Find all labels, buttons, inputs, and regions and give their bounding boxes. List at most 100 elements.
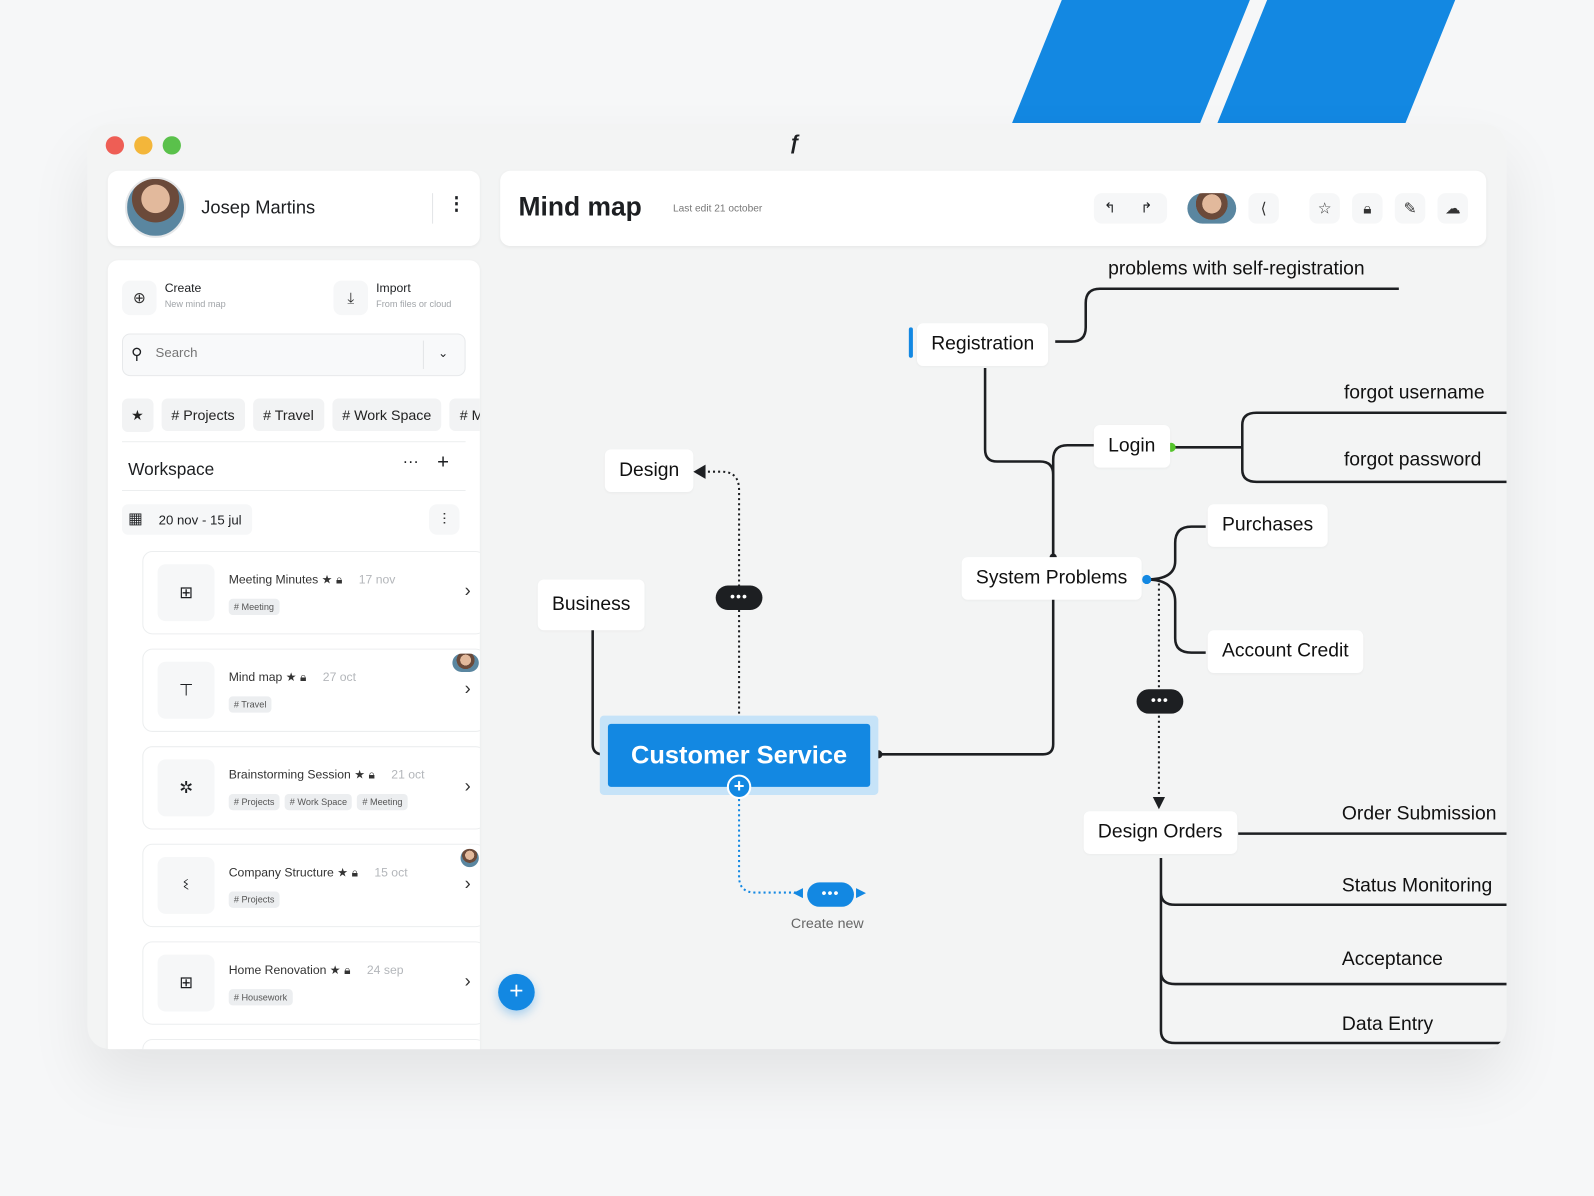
leaf-order-submission[interactable]: Order Submission — [1341, 803, 1497, 825]
edit-icon[interactable]: ✎ — [1394, 193, 1426, 224]
sidebar: ⊕ Create New mind map ⤓ Import From file… — [107, 260, 480, 1050]
more-vertical-icon[interactable]: ⋮ — [447, 193, 466, 214]
cloud-icon[interactable]: ☁ — [1437, 193, 1468, 224]
star-icon: ★ — [329, 962, 341, 977]
app-window: ƒ Josep Martins ⋮ ⊕ Create New mind map … — [87, 124, 1507, 1050]
list-item[interactable]: ⊞ Home Renovation ★ 🔒︎24 sep # Housework… — [142, 941, 480, 1025]
chevron-right-icon: › — [464, 970, 471, 992]
star-icon: ★ — [321, 572, 333, 587]
collaborator-avatar — [460, 848, 479, 868]
search-box[interactable]: ⚲ ⌄ — [121, 333, 466, 377]
plus-circle-icon: ⊕ — [121, 280, 157, 316]
search-icon: ⚲ — [131, 345, 143, 363]
item-tag: # Work Space — [284, 793, 353, 811]
item-title: Home Renovation — [228, 962, 327, 977]
filter-tag[interactable]: # Work Space — [332, 398, 442, 432]
create-new-connector — [738, 799, 800, 894]
arrow-right-icon[interactable]: ▶ — [855, 884, 867, 900]
chevron-down-icon[interactable]: ⌄ — [438, 345, 449, 360]
divider — [422, 340, 424, 370]
node-business[interactable]: Business — [537, 579, 645, 631]
lock-icon: 🔒︎ — [335, 572, 343, 587]
avatar[interactable] — [125, 176, 187, 238]
create-new-button[interactable]: ••• — [807, 882, 854, 907]
flowchart-icon: ⊞ — [157, 564, 215, 622]
arrow-left-icon[interactable]: ◀ — [792, 884, 804, 900]
create-button[interactable]: ⊕ Create New mind map — [121, 277, 305, 318]
node-account-credit[interactable]: Account Credit — [1207, 630, 1363, 673]
f-logo-icon: ƒ — [788, 132, 801, 155]
lock-icon: 🔒︎ — [351, 865, 359, 880]
item-date: 27 oct — [322, 669, 357, 685]
add-icon[interactable]: + — [437, 451, 450, 474]
list-item[interactable]: ⊞ Meeting Minutes ★ 🔒︎17 nov # Meeting › — [142, 550, 480, 635]
add-node-fab[interactable]: + — [498, 973, 535, 1011]
node-purchases[interactable]: Purchases — [1207, 504, 1328, 547]
node-design[interactable]: Design — [604, 449, 694, 493]
item-tag: # Projects — [228, 891, 280, 908]
star-icon[interactable]: ☆ — [1309, 193, 1340, 224]
page-title: Mind map — [518, 191, 642, 222]
calendar-icon: ▦ — [128, 510, 143, 528]
filter-bar: ★# Projects# Travel# Work Space# Me — [121, 398, 480, 433]
add-child-button[interactable]: + — [726, 774, 752, 800]
connector — [1146, 525, 1206, 654]
leaf-forgot-password[interactable]: forgot password — [1343, 449, 1482, 471]
leaf-self-registration[interactable]: problems with self-registration — [1108, 258, 1365, 280]
list-item[interactable]: ଽ Company Structure ★ 🔒︎ 15 oct # Project… — [142, 843, 480, 928]
minimize-button[interactable] — [134, 136, 153, 155]
leaf-forgot-username[interactable]: forgot username — [1343, 382, 1485, 404]
item-date: 15 oct — [374, 865, 408, 880]
share-icon[interactable]: ⟨ — [1248, 193, 1279, 224]
item-title: Mind map — [228, 669, 283, 685]
mind-map-connectors — [591, 287, 1507, 1045]
leaf-status-monitoring[interactable]: Status Monitoring — [1341, 875, 1493, 897]
node-login[interactable]: Login — [1093, 424, 1170, 468]
maximize-button[interactable] — [162, 136, 181, 155]
filter-tag[interactable]: # Me — [449, 398, 480, 432]
decor-stripe — [1012, 0, 1250, 124]
path-icon: ଽ — [157, 856, 215, 914]
collaborator-avatars[interactable] — [1187, 193, 1237, 224]
arrow-head — [693, 464, 706, 479]
date-range-button[interactable]: ▦ 20 nov - 15 jul — [121, 504, 253, 535]
connector — [1051, 444, 1094, 558]
list-item[interactable]: ⊤ Mind map ★ 🔒︎27 oct # Travel › — [142, 648, 480, 732]
filter-tag[interactable]: # Travel — [252, 398, 324, 432]
item-tag: # Travel — [228, 696, 272, 713]
flowchart-icon: ⊞ — [157, 954, 215, 1012]
favorites-filter[interactable]: ★ — [121, 398, 154, 433]
node-registration[interactable]: Registration — [916, 323, 1049, 366]
more-icon[interactable]: ··· — [402, 453, 419, 471]
dotted-connector — [705, 470, 741, 724]
leaf-data-entry[interactable]: Data Entry — [1341, 1013, 1434, 1035]
search-input[interactable] — [155, 344, 410, 360]
create-sub: New mind map — [164, 298, 226, 310]
collaborator-avatars — [452, 653, 479, 672]
date-range: 20 nov - 15 jul — [158, 512, 242, 528]
arrow-head — [1152, 797, 1166, 810]
lock-icon: 🔒︎ — [368, 767, 376, 782]
list-item[interactable]: ✲ Brainstorming Session ★ 🔒︎21 oct # Pro… — [142, 746, 480, 830]
collapsed-branch-button[interactable]: ••• — [1136, 689, 1184, 714]
collapsed-branch-button[interactable]: ••• — [715, 585, 763, 610]
close-button[interactable] — [105, 136, 125, 155]
list-item[interactable] — [142, 1038, 480, 1050]
lock-icon[interactable]: 🔒︎ — [1352, 193, 1383, 224]
profile-card: Josep Martins ⋮ — [107, 170, 480, 247]
leaf-acceptance[interactable]: Acceptance — [1341, 948, 1443, 970]
item-title: Meeting Minutes — [228, 572, 319, 587]
star-icon: ★ — [337, 865, 349, 880]
undo-redo-group: ↰ ↱ — [1093, 193, 1168, 224]
node-design-orders[interactable]: Design Orders — [1083, 811, 1237, 854]
item-title: Company Structure — [228, 865, 334, 880]
create-label: Create — [164, 280, 202, 295]
filter-tag[interactable]: # Projects — [161, 398, 245, 432]
redo-icon[interactable]: ↱ — [1140, 199, 1153, 216]
import-button[interactable]: ⤓ Import From files or cloud — [333, 277, 475, 318]
undo-icon[interactable]: ↰ — [1104, 199, 1116, 216]
chevron-right-icon: › — [464, 580, 471, 601]
create-new-label: Create new — [790, 914, 864, 932]
filter-sliders-icon[interactable]: ⫶ — [429, 504, 460, 535]
node-system-problems[interactable]: System Problems — [961, 557, 1142, 600]
